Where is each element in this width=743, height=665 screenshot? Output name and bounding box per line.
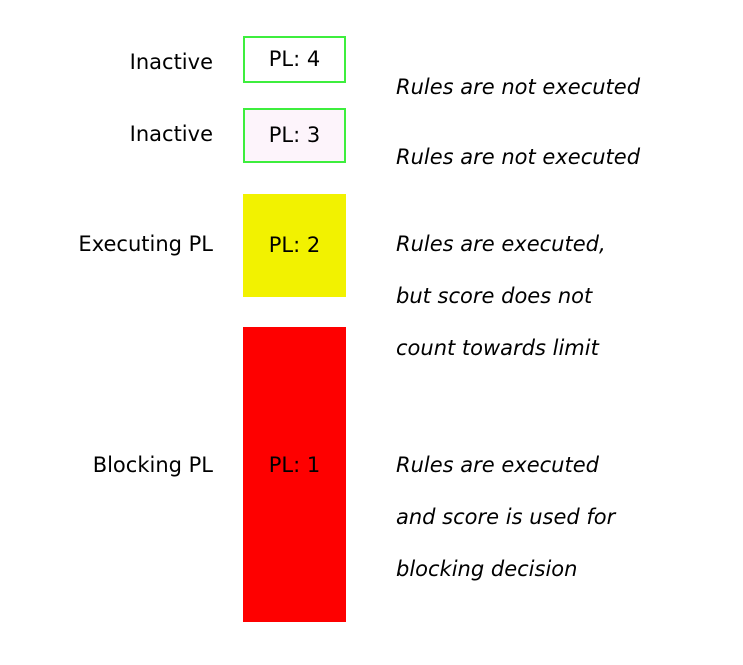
description-pl4-line-1: Rules are not executed — [396, 75, 641, 99]
pl-box-1-label: PL: 1 — [268, 453, 321, 477]
pl-box-3: PL: 3 — [243, 108, 346, 163]
description-pl3-line-1: Rules are not executed — [396, 145, 641, 169]
description-pl4: Rules are not executed — [396, 48, 640, 126]
state-label-pl2: Executing PL — [78, 232, 213, 256]
pl-box-2: PL: 2 — [243, 194, 346, 297]
pl-box-4-label: PL: 4 — [268, 47, 321, 71]
pl-box-2-label: PL: 2 — [268, 233, 321, 257]
state-label-pl3: Inactive — [129, 122, 213, 146]
description-pl1: Rules are executed and score is used for… — [396, 426, 615, 608]
description-pl3: Rules are not executed — [396, 118, 640, 196]
pl-box-1: PL: 1 — [243, 327, 346, 622]
description-pl2: Rules are executed, but score does not c… — [396, 205, 606, 387]
description-pl1-line-1: Rules are executed — [396, 453, 599, 477]
description-pl2-line-2: but score does not — [396, 284, 593, 308]
description-pl2-line-3: count towards limit — [396, 336, 599, 360]
description-pl2-line-1: Rules are executed, — [396, 232, 606, 256]
pl-box-4: PL: 4 — [243, 36, 346, 83]
description-pl1-line-2: and score is used for — [396, 505, 616, 529]
description-pl1-line-3: blocking decision — [396, 557, 578, 581]
pl-box-3-label: PL: 3 — [268, 123, 321, 147]
state-label-pl4: Inactive — [129, 50, 213, 74]
state-label-pl1: Blocking PL — [92, 453, 213, 477]
